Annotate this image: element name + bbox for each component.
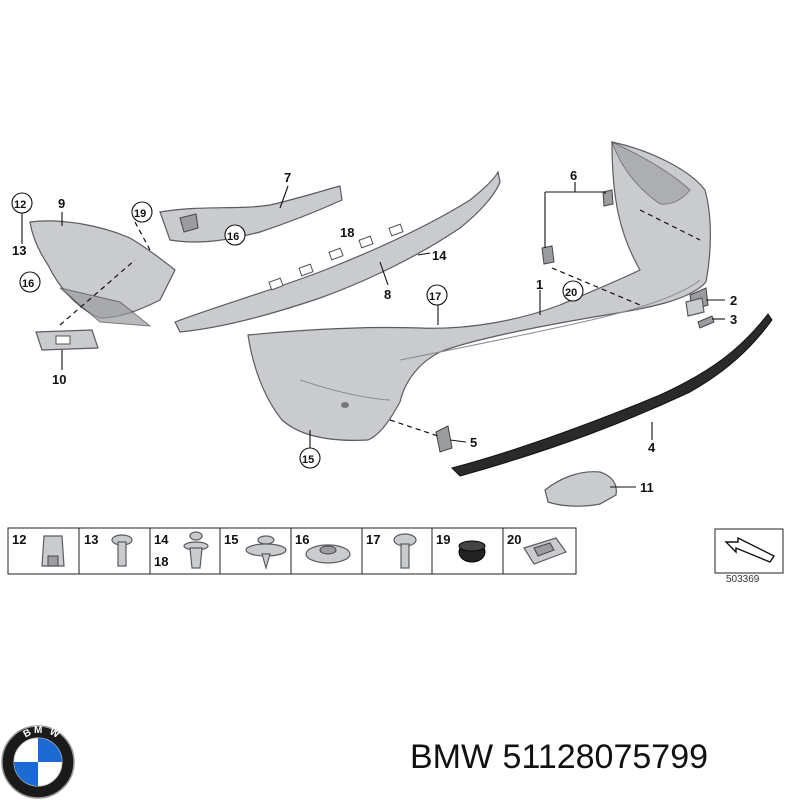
diagram-reference-number: 503369 — [726, 574, 760, 585]
legend-label-14: 14 — [154, 532, 169, 547]
callout-8: 8 — [384, 287, 391, 302]
callout-12: 12 — [14, 199, 26, 211]
diffuser-trim — [451, 313, 773, 477]
bracket-11 — [544, 471, 617, 507]
svg-text:B: B — [22, 727, 34, 740]
callout-18: 18 — [340, 225, 354, 240]
upper-bracket — [159, 185, 343, 243]
bracket-clip-icon — [523, 537, 567, 565]
callout-2: 2 — [730, 293, 737, 308]
callout-10: 10 — [52, 372, 66, 387]
callout-13: 13 — [12, 243, 26, 258]
side-bracket — [29, 220, 176, 327]
callout-19: 19 — [134, 208, 146, 220]
legend-label-13: 13 — [84, 532, 98, 547]
callout-5: 5 — [470, 435, 477, 450]
grommet-icon — [458, 540, 486, 563]
callout-16b: 16 — [227, 231, 239, 243]
callout-11: 11 — [640, 480, 654, 495]
expanding-rivet-icon — [183, 531, 209, 569]
callout-20: 20 — [565, 287, 577, 299]
reference-icon — [714, 528, 784, 574]
legend-label-20: 20 — [507, 532, 521, 547]
clip-part-10 — [35, 329, 99, 351]
callout-6: 6 — [570, 168, 577, 183]
legend-label-17: 17 — [366, 532, 380, 547]
callout-14: 14 — [432, 248, 447, 263]
rear-bumper-shell — [247, 141, 711, 441]
legend-label-15: 15 — [224, 532, 238, 547]
legend-label-16: 16 — [295, 532, 309, 547]
callout-17: 17 — [429, 291, 441, 303]
callout-3: 3 — [730, 312, 737, 327]
bumper-carrier — [174, 170, 501, 333]
small-pieces-2-3 — [685, 297, 715, 329]
callouts: 1 2 3 4 5 6 7 8 9 10 11 13 14 18 12 16 1… — [11, 168, 737, 495]
callout-9: 9 — [58, 196, 65, 211]
legend-label-18: 18 — [154, 554, 168, 569]
retainer-5 — [435, 425, 453, 453]
rivet-washer-icon — [245, 535, 287, 571]
callout-4: 4 — [648, 440, 656, 455]
clip-nut-icon — [41, 535, 65, 567]
callout-15: 15 — [302, 454, 314, 466]
legend-label-19: 19 — [436, 532, 450, 547]
fastener-legend: 12 13 14 18 15 16 17 19 20 — [7, 527, 577, 575]
screw-icon — [111, 534, 133, 567]
part-number-caption: BMW 51128075799 — [410, 738, 709, 776]
callout-7: 7 — [284, 170, 291, 185]
sensor-brackets-6 — [541, 189, 614, 265]
leader-lines — [21, 182, 725, 488]
legend-label-12: 12 — [12, 532, 26, 547]
bolt-icon — [393, 533, 417, 569]
bmw-logo: B M W — [1, 725, 75, 799]
callout-1: 1 — [536, 277, 543, 292]
flange-nut-icon — [305, 544, 351, 564]
svg-text:M: M — [34, 725, 42, 736]
callout-16a: 16 — [22, 278, 34, 290]
